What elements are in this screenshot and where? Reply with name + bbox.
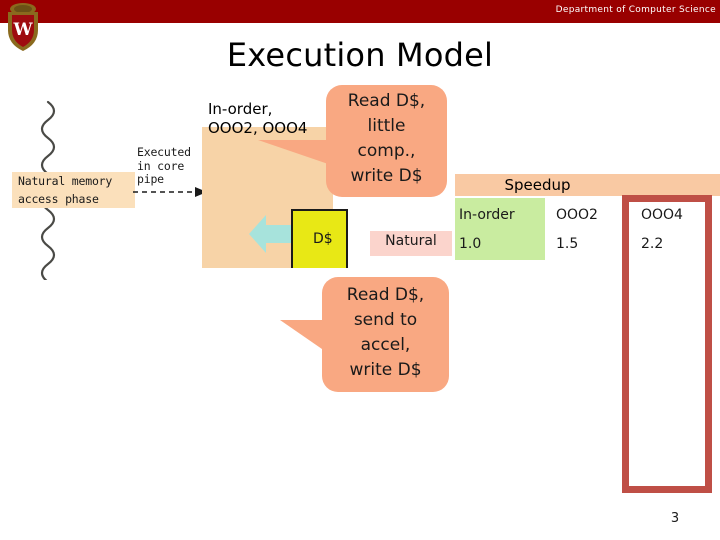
bubble-bottom-line-2: send to [353, 310, 418, 330]
bubble-top-line-3: comp., [357, 141, 416, 161]
core-label-line-1: In-order, [208, 100, 273, 118]
core-block-label: In-order, OOO2, OOO4 [208, 100, 307, 138]
column-header-ooo2: OOO2 [556, 207, 598, 223]
executed-line-3: pipe [137, 172, 164, 186]
dashed-arrow-icon [133, 187, 207, 197]
bubble-bottom-line-1: Read D$, [346, 285, 425, 305]
bubble-top-line-4: write D$ [350, 166, 423, 186]
header-bar [0, 0, 720, 23]
natural-memory-line-2: access phase [18, 192, 99, 206]
executed-line-1: Executed [137, 145, 191, 159]
uw-crest-logo: W [8, 3, 38, 51]
bubble-top-line-2: little [367, 116, 406, 136]
page-title: Execution Model [226, 36, 494, 74]
page-number: 3 [670, 511, 680, 526]
column-header-ooo4: OOO4 [641, 207, 683, 223]
core-label-line-2: OOO2, OOO4 [208, 119, 308, 137]
ooo4-highlight-box [622, 195, 712, 493]
column-header-in-order: In-order [459, 207, 515, 223]
value-ooo2: 1.5 [556, 236, 579, 252]
speedup-header-label: Speedup [504, 176, 571, 194]
executed-in-core-pipe-label: Executed in core pipe [137, 145, 191, 187]
data-cache-box [291, 209, 348, 268]
value-ooo4: 2.2 [641, 236, 664, 252]
svg-text:W: W [12, 20, 33, 40]
row-label-chip [370, 231, 452, 256]
bubble-top: Read D$, little comp., write D$ [326, 85, 447, 197]
row-label-natural: Natural [385, 233, 437, 249]
bubble-bottom-line-3: accel, [360, 335, 411, 355]
bubble-bottom: Read D$, send to accel, write D$ [322, 277, 449, 392]
natural-memory-phase-box: Natural memory access phase [12, 172, 135, 208]
bubble-top-line-1: Read D$, [347, 91, 426, 111]
baseline-cell-highlight [455, 198, 545, 260]
speedup-header-band [455, 174, 720, 196]
department-label: Department of Computer Science [555, 5, 716, 15]
bubble-bottom-line-4: write D$ [349, 360, 422, 380]
data-cache-label: D$ [313, 231, 333, 247]
natural-memory-line-1: Natural memory [18, 174, 113, 188]
bubble-top-tail [258, 140, 334, 166]
value-in-order: 1.0 [459, 236, 482, 252]
executed-line-2: in core [137, 158, 185, 173]
